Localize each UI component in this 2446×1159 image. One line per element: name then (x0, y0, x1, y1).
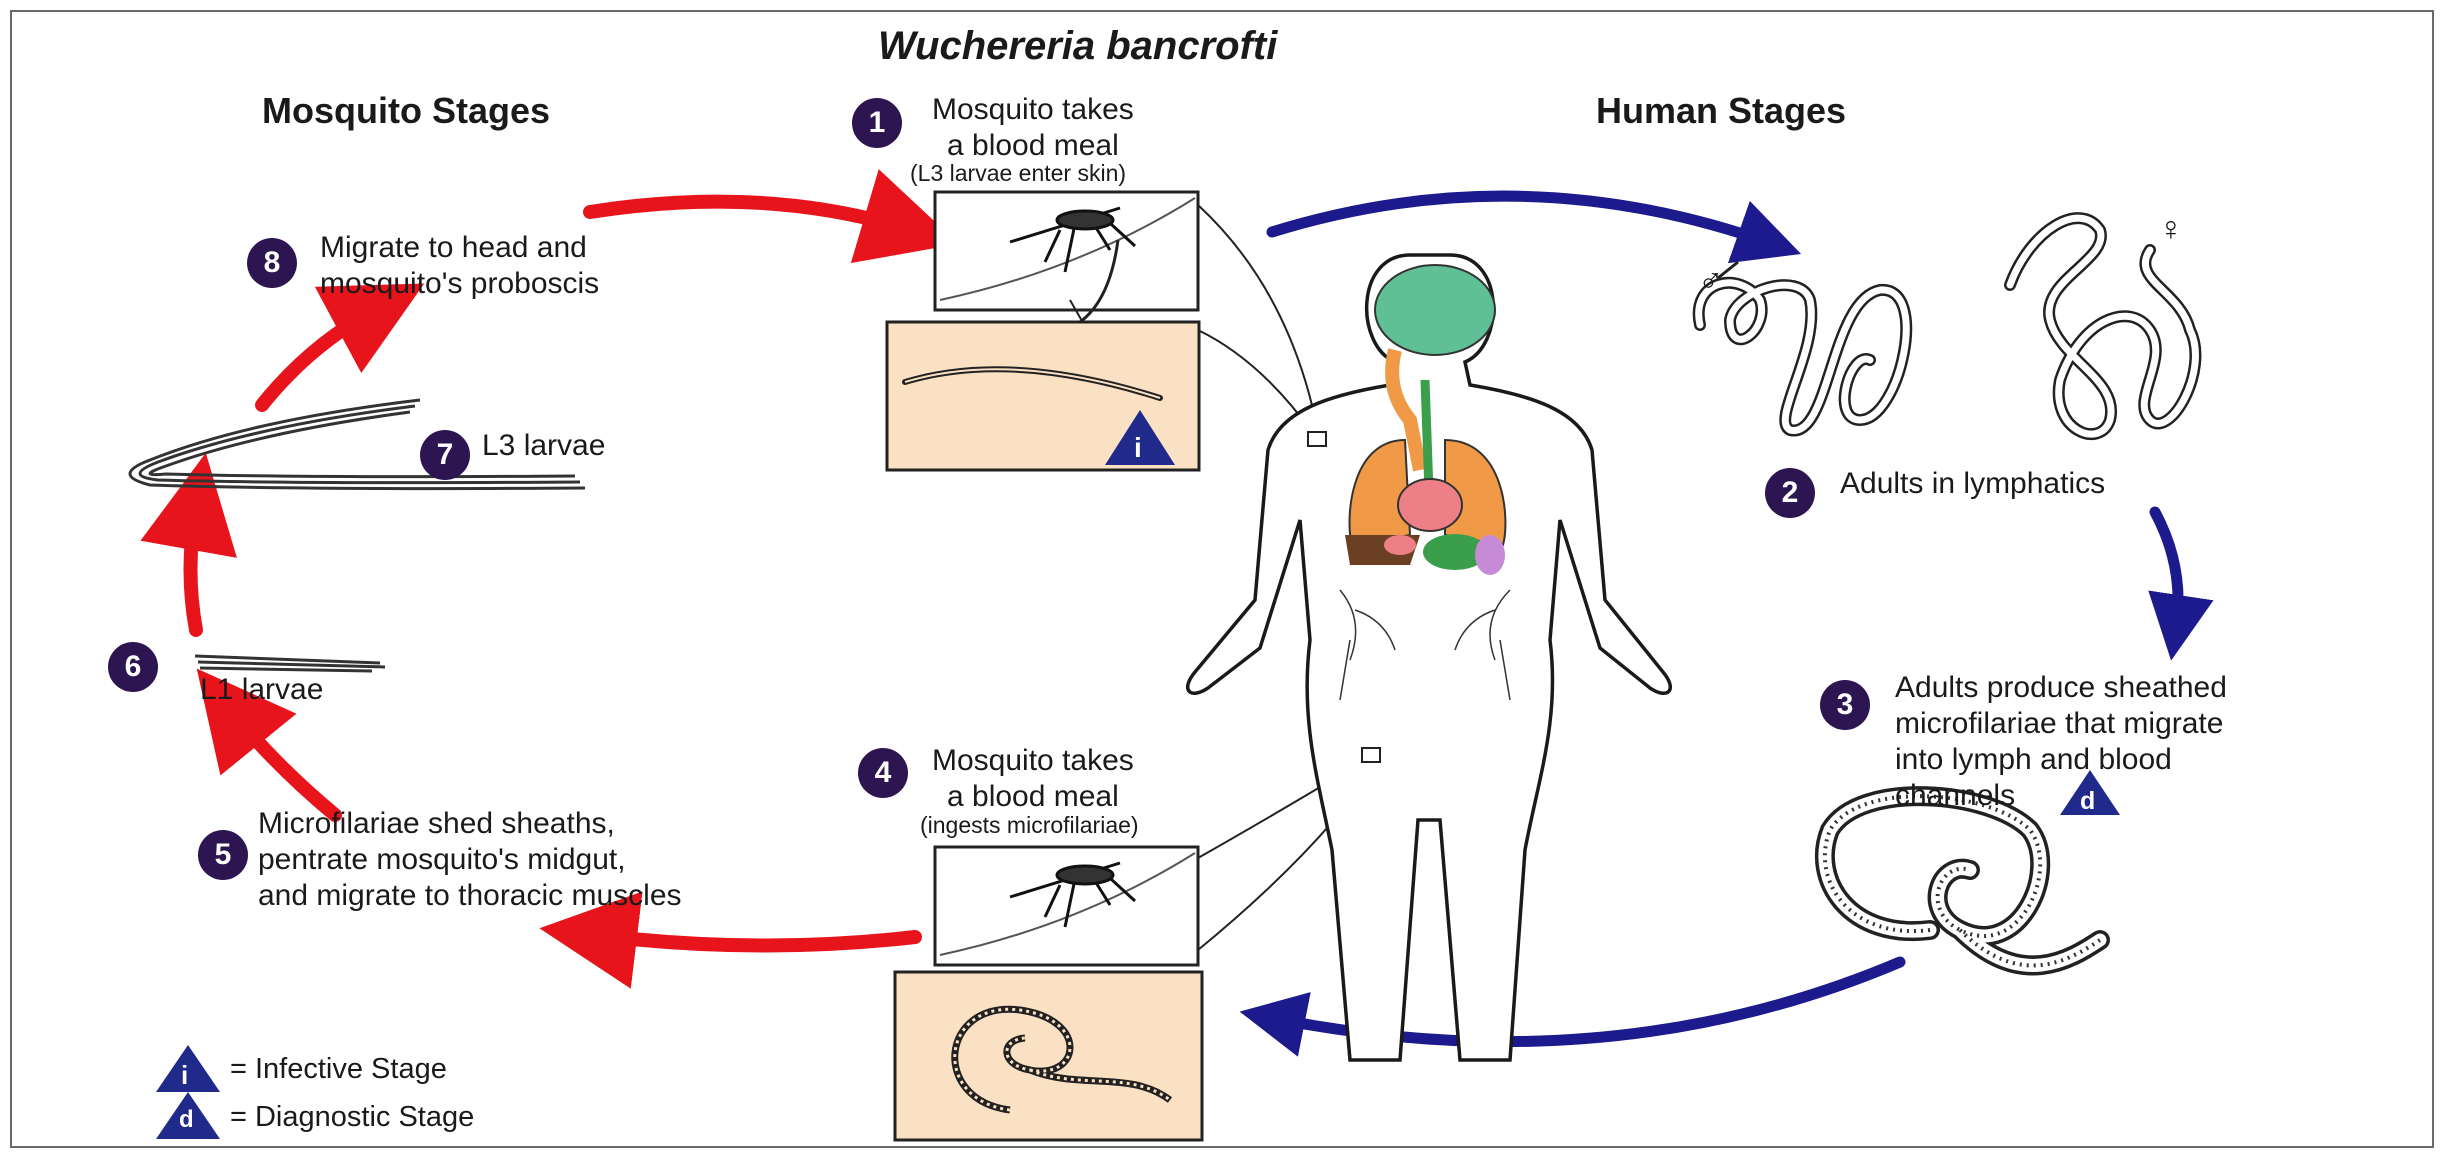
arrow-5-to-6 (232, 712, 335, 815)
mosquito-stages-heading: Mosquito Stages (262, 90, 550, 132)
step-8-badge: 8 (247, 238, 297, 288)
diagnostic-stage-letter: d (2080, 787, 2095, 816)
infective-stage-letter: i (1134, 432, 1142, 464)
human-stages-heading: Human Stages (1596, 90, 1846, 132)
adult-worms (1699, 218, 2196, 434)
step-6-badge: 6 (108, 642, 158, 692)
step-4-subtext: (ingests microfilariae) (920, 812, 1139, 839)
step-4-text: Mosquito takes a blood meal (932, 743, 1134, 815)
human-body (1188, 255, 1671, 1060)
body-outline (1188, 255, 1671, 1060)
arrow-6-to-7 (191, 508, 197, 630)
step-2-text: Adults in lymphatics (1840, 466, 2105, 502)
inset-step4 (895, 847, 1202, 1140)
female-symbol: ♀ (2158, 210, 2184, 249)
step-1-subtext: (L3 larvae enter skin) (910, 160, 1126, 187)
microfilaria-panel-4 (895, 972, 1202, 1140)
step-4-badge: 4 (858, 748, 908, 798)
step-5-text: Microfilariae shed sheaths, pentrate mos… (258, 806, 682, 914)
step-3-badge: 3 (1820, 680, 1870, 730)
step-2-badge: 2 (1765, 468, 1815, 518)
inset-step1 (887, 192, 1199, 470)
l1-larva (195, 656, 385, 671)
intestine-organ (1475, 535, 1505, 575)
step-1-text: Mosquito takes a blood meal (932, 92, 1134, 164)
brain-organ (1375, 265, 1495, 355)
heart-organ (1398, 479, 1462, 531)
arrow-1-to-2 (1272, 196, 1770, 243)
step-7-text: L3 larvae (482, 428, 605, 464)
male-symbol: ♂ (1698, 262, 1724, 301)
step-6-text: L1 larvae (200, 672, 323, 708)
step-5-badge: 5 (198, 830, 248, 880)
diagram-title: Wuchereria bancrofti (878, 24, 1277, 69)
arrow-2-to-3 (2155, 512, 2178, 628)
arrow-7-to-8 (262, 310, 375, 405)
legend-infective-letter: i (181, 1060, 188, 1091)
step-1-badge: 1 (852, 98, 902, 148)
legend-diagnostic-label: = Diagnostic Stage (230, 1101, 474, 1134)
arrow-8-to-1 (590, 202, 905, 228)
kidney-organ (1384, 535, 1416, 555)
arrow-4-to-5 (595, 935, 915, 946)
step-7-badge: 7 (420, 430, 470, 480)
legend-infective-label: = Infective Stage (230, 1053, 447, 1086)
step-8-text: Migrate to head and mosquito's proboscis (320, 230, 599, 302)
step-3-text: Adults produce sheathed microfilariae th… (1895, 670, 2227, 814)
legend-diagnostic-letter: d (179, 1106, 194, 1134)
sheathed-microfilaria (1825, 796, 2100, 965)
